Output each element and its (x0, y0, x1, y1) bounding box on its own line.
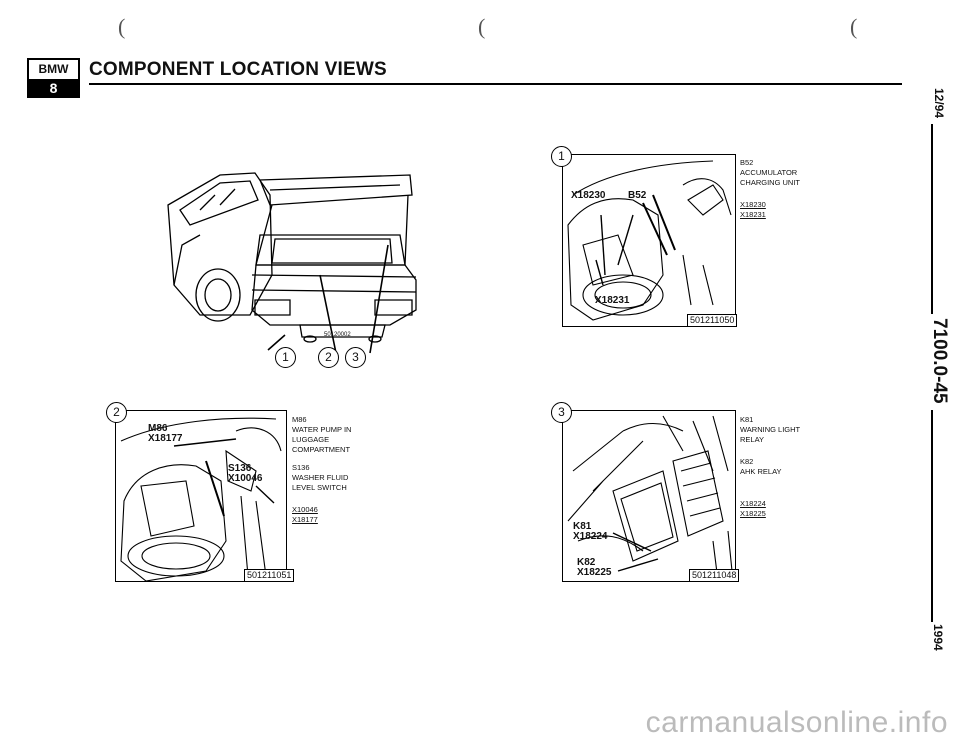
callout-label: K81 (573, 521, 592, 532)
legend-code: K82 (740, 457, 754, 466)
page-title: COMPONENT LOCATION VIEWS (89, 59, 387, 80)
legend-code: X18177 (292, 515, 318, 524)
scan-mark: ( (478, 14, 486, 39)
drawing-number: 501211051 (244, 569, 295, 582)
scan-mark: ( (118, 14, 126, 39)
callout-label: X18224 (573, 531, 608, 542)
car-overview-illustration: 50120002 (160, 165, 420, 365)
margin-section-number: 7100.0-45 (929, 318, 950, 404)
figure-1-marker: 1 (551, 146, 572, 167)
figure-2-marker: 2 (106, 402, 127, 423)
figure-3-legend: K81 WARNING LIGHT RELAY K82 AHK RELAY X1… (740, 415, 800, 519)
figure-1-detail-view: X18230 B52 X18231 501211050 (562, 154, 738, 327)
logo-brand: BMW (29, 60, 78, 81)
margin-year: 1994 (931, 624, 945, 651)
drawing-number: 501211048 (689, 569, 740, 582)
margin-rule (931, 410, 933, 622)
bmw-logo: BMW 8 (27, 58, 80, 98)
callout-label: M86 (148, 423, 168, 434)
logo-series: 8 (29, 81, 78, 96)
drawing-number: 501211050 (687, 314, 738, 327)
legend-desc: LUGGAGE (292, 435, 330, 444)
legend-desc: WATER PUMP IN (292, 425, 352, 434)
header-rule (89, 83, 902, 85)
legend-code: M86 (292, 415, 307, 424)
legend-desc: ACCUMULATOR (740, 168, 798, 177)
legend-code: S136 (292, 463, 310, 472)
legend-desc: RELAY (740, 435, 765, 444)
callout-label: K82 (577, 557, 596, 568)
legend-desc: LEVEL SWITCH (292, 483, 347, 492)
legend-desc: AHK RELAY (740, 467, 782, 476)
legend-code: X10046 (292, 505, 318, 514)
location-marker-3: 3 (345, 347, 366, 368)
callout-label: X18177 (148, 433, 183, 444)
scan-mark: ( (850, 14, 858, 39)
callout-label: B52 (628, 190, 647, 201)
legend-desc: WASHER FLUID (292, 473, 349, 482)
figure-3-marker: 3 (551, 402, 572, 423)
figure-2-legend: M86 WATER PUMP IN LUGGAGE COMPARTMENT S1… (292, 415, 351, 525)
watermark: carmanualsonline.info (645, 706, 948, 739)
margin-rule (931, 124, 933, 314)
legend-code: X18224 (740, 499, 766, 508)
legend-desc: COMPARTMENT (292, 445, 351, 454)
location-marker-2: 2 (318, 347, 339, 368)
legend-code: K81 (740, 415, 754, 424)
legend-code: B52 (740, 158, 754, 167)
figure-1-legend: B52 ACCUMULATOR CHARGING UNIT X18230 X18… (740, 158, 800, 220)
margin-date: 12/94 (932, 88, 946, 119)
callout-label: X18231 (595, 295, 630, 306)
legend-code: X18230 (740, 200, 766, 209)
callout-label: S136 (228, 463, 252, 474)
location-marker-1: 1 (275, 347, 296, 368)
legend-code: X18225 (740, 509, 766, 518)
figure-2-detail-view: M86 X18177 S136 X10046 501211051 (115, 410, 295, 582)
callout-label: X18230 (571, 190, 606, 201)
legend-code: X18231 (740, 210, 766, 219)
legend-desc: CHARGING UNIT (740, 178, 800, 187)
callout-label: X10046 (228, 473, 263, 484)
callout-label: X18225 (577, 567, 612, 578)
figure-3-detail-view: K81 X18224 K82 X18225 501211048 (562, 410, 740, 582)
legend-desc: WARNING LIGHT (740, 425, 801, 434)
drawing-stamp: 50120002 (324, 332, 351, 338)
